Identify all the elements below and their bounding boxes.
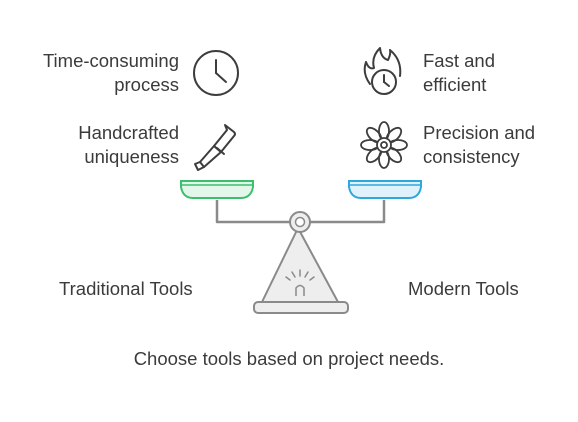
item-handcrafted: Handcrafted uniqueness [78, 121, 179, 169]
item-time-consuming: Time-consuming process [43, 49, 179, 97]
chisel-icon [194, 124, 236, 171]
item-line: uniqueness [84, 146, 179, 167]
item-line: consistency [423, 146, 520, 167]
item-fast-efficient: Fast and efficient [423, 49, 495, 97]
item-line: Time-consuming [42, 50, 179, 71]
item-line: Fast and [423, 50, 495, 71]
item-line: process [114, 74, 179, 95]
scale-base [253, 301, 349, 314]
clock-icon [193, 50, 239, 96]
fast-clock-icon [363, 47, 402, 95]
item-line: Precision and [423, 122, 536, 143]
item-precision: Precision and consistency [423, 121, 535, 169]
side-title-traditional: Traditional Tools [59, 278, 193, 299]
flower-icon [360, 121, 408, 169]
side-title-modern: Modern Tools [408, 278, 519, 299]
item-line: efficient [423, 74, 487, 95]
conclusion-text: Choose tools based on project needs. [133, 348, 445, 369]
item-line: Handcrafted [78, 122, 179, 143]
gauge-marks [285, 269, 315, 281]
